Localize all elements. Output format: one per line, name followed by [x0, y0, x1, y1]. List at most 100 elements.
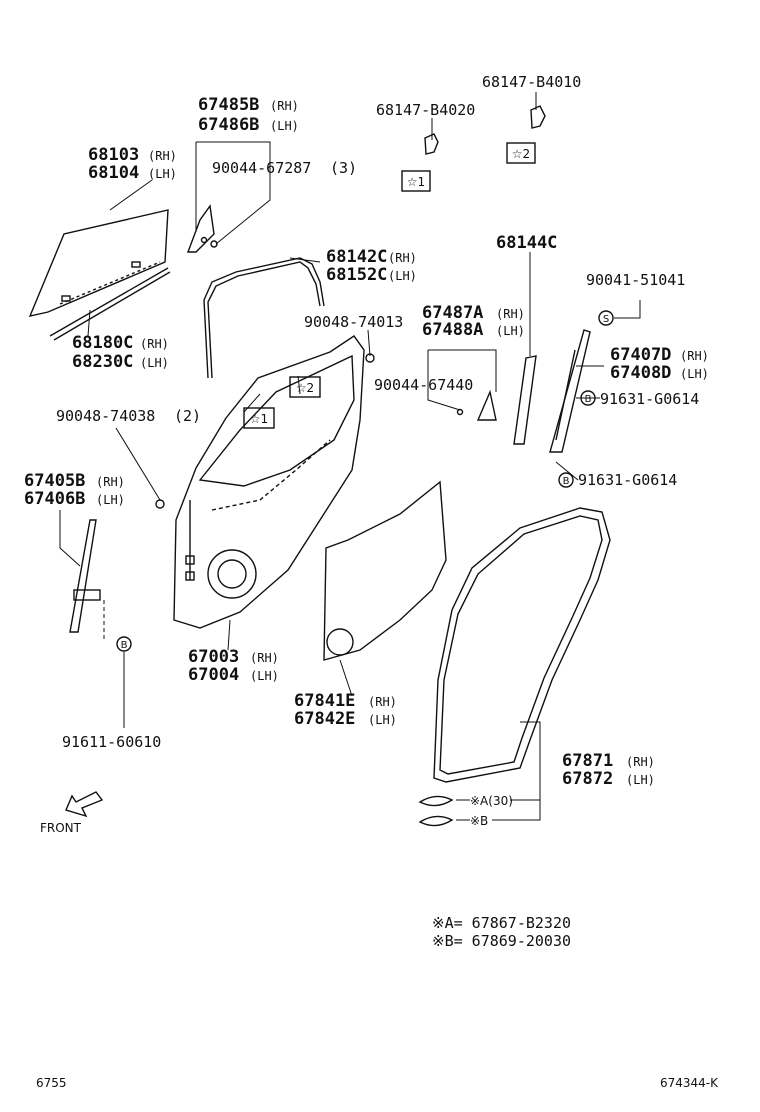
svg-text:(RH): (RH)	[680, 349, 709, 363]
svg-text:67406B: 67406B	[24, 489, 85, 509]
svg-text:68103: 68103	[88, 145, 139, 165]
footer-left-code: 6755	[36, 1076, 67, 1090]
svg-text:90048-74013: 90048-74013	[304, 313, 403, 331]
svg-text:(3): (3)	[330, 159, 357, 177]
part-label-67408D[interactable]: 67408D (LH)	[610, 363, 709, 383]
marker-star1-top: ☆1	[401, 170, 431, 192]
svg-text:90044-67287: 90044-67287	[212, 159, 311, 177]
svg-text:67842E: 67842E	[294, 709, 355, 729]
part-label-90044-67287[interactable]: 90044-67287 (3)	[212, 159, 357, 177]
door-weatherstrip-drawing	[433, 507, 611, 783]
svg-text:67485B: 67485B	[198, 95, 259, 115]
part-label-91611-60610[interactable]: 91611-60610	[62, 733, 161, 751]
svg-text:(LH): (LH)	[388, 269, 417, 283]
part-label-67486B[interactable]: 67486B (LH)	[198, 115, 299, 135]
svg-text:91631-G0614: 91631-G0614	[578, 471, 677, 489]
part-label-90048-74038[interactable]: 90048-74038 (2)	[56, 407, 201, 425]
svg-text:B: B	[563, 476, 570, 487]
part-label-67405B[interactable]: 67405B (RH)	[24, 471, 125, 491]
clip-a-label: ※A(30)	[470, 794, 513, 808]
svg-text:(LH): (LH)	[148, 167, 177, 181]
door-glass-drawing	[28, 209, 169, 317]
svg-text:68104: 68104	[88, 163, 139, 183]
part-label-68144C[interactable]: 68144C	[496, 233, 557, 253]
svg-text:(RH): (RH)	[496, 307, 525, 321]
svg-text:67003: 67003	[188, 647, 239, 667]
part-label-68103[interactable]: 68103 (RH)	[88, 145, 177, 165]
svg-text:B: B	[585, 394, 592, 405]
svg-text:90041-51041: 90041-51041	[586, 271, 685, 289]
part-label-68230C[interactable]: 68230C (LH)	[72, 352, 169, 372]
marker-star1-door: ☆1	[243, 407, 275, 429]
part-label-67407D[interactable]: 67407D (RH)	[610, 345, 709, 365]
glass-channel-drawing	[49, 267, 171, 341]
svg-text:67405B: 67405B	[24, 471, 85, 491]
svg-text:(RH): (RH)	[250, 651, 279, 665]
part-label-68142C[interactable]: 68142C (RH)	[326, 247, 417, 267]
note-a: ※A= 67867-B2320	[432, 914, 571, 932]
part-label-67004[interactable]: 67004 (LH)	[188, 665, 279, 685]
service-cover-drawing	[323, 480, 447, 661]
part-label-68104[interactable]: 68104 (LH)	[88, 163, 177, 183]
part-label-67485B[interactable]: 67485B (RH)	[198, 95, 299, 115]
part-label-91631-G0614-lower[interactable]: 91631-G0614	[578, 471, 677, 489]
svg-text:(LH): (LH)	[626, 773, 655, 787]
svg-text:67488A: 67488A	[422, 320, 483, 340]
svg-text:(LH): (LH)	[96, 493, 125, 507]
svg-text:(RH): (RH)	[96, 475, 125, 489]
svg-text:90048-74038: 90048-74038	[56, 407, 155, 425]
svg-text:(LH): (LH)	[680, 367, 709, 381]
svg-text:(RH): (RH)	[140, 337, 169, 351]
part-label-67003[interactable]: 67003 (RH)	[188, 647, 279, 667]
part-label-91631-G0614-upper[interactable]: 91631-G0614	[600, 390, 699, 408]
svg-text:(RH): (RH)	[270, 99, 299, 113]
part-label-90048-74013[interactable]: 90048-74013	[304, 313, 403, 331]
part-label-67872[interactable]: 67872 (LH)	[562, 769, 655, 789]
svg-text:S: S	[603, 314, 609, 325]
svg-text:☆2: ☆2	[512, 147, 530, 161]
svg-text:67407D: 67407D	[610, 345, 671, 365]
part-label-68147-B4010[interactable]: 68147-B4010	[482, 73, 581, 91]
svg-text:90044-67440: 90044-67440	[374, 376, 473, 394]
note-b: ※B= 67869-20030	[432, 932, 571, 950]
svg-text:(LH): (LH)	[270, 119, 299, 133]
front-arrow-icon	[65, 791, 104, 818]
svg-text:68230C: 68230C	[72, 352, 133, 372]
part-label-68180C[interactable]: 68180C (RH)	[72, 333, 169, 353]
svg-text:67004: 67004	[188, 665, 239, 685]
rear-channel-drawing	[549, 329, 591, 453]
svg-text:(LH): (LH)	[140, 356, 169, 370]
svg-text:68144C: 68144C	[496, 233, 557, 253]
part-label-90041-51041[interactable]: 90041-51041	[586, 271, 685, 289]
marker-star2-door: ☆2	[289, 376, 321, 398]
part-label-68147-B4020[interactable]: 68147-B4020	[376, 101, 475, 119]
part-label-67841E[interactable]: 67841E (RH)	[294, 691, 397, 711]
bolt-icon	[365, 353, 375, 363]
clip-b-label: ※B	[470, 814, 488, 828]
marker-s-icon: S	[598, 310, 614, 326]
part-label-67488A[interactable]: 67488A (LH)	[422, 320, 525, 340]
clip-icons	[418, 795, 454, 827]
svg-text:67872: 67872	[562, 769, 613, 789]
svg-text:68147-B4010: 68147-B4010	[482, 73, 581, 91]
part-label-67871[interactable]: 67871 (RH)	[562, 751, 655, 771]
part-label-67487A[interactable]: 67487A (RH)	[422, 303, 525, 323]
part-label-90044-67440[interactable]: 90044-67440	[374, 376, 473, 394]
part-label-68152C[interactable]: 68152C (LH)	[326, 265, 417, 285]
part-label-67406B[interactable]: 67406B (LH)	[24, 489, 125, 509]
svg-text:91611-60610: 91611-60610	[62, 733, 161, 751]
svg-text:B: B	[121, 640, 128, 651]
svg-text:(RH): (RH)	[148, 149, 177, 163]
division-bar-drawing	[69, 519, 105, 640]
part-label-67842E[interactable]: 67842E (LH)	[294, 709, 397, 729]
svg-text:(RH): (RH)	[626, 755, 655, 769]
svg-text:(2): (2)	[174, 407, 201, 425]
marker-b-icon: B B B	[116, 390, 596, 652]
corner-piece-drawing	[186, 204, 218, 253]
svg-text:91631-G0614: 91631-G0614	[600, 390, 699, 408]
svg-text:67487A: 67487A	[422, 303, 483, 323]
footer-right-code: 674344-K	[660, 1076, 719, 1090]
svg-text:☆1: ☆1	[407, 175, 425, 189]
svg-text:67841E: 67841E	[294, 691, 355, 711]
